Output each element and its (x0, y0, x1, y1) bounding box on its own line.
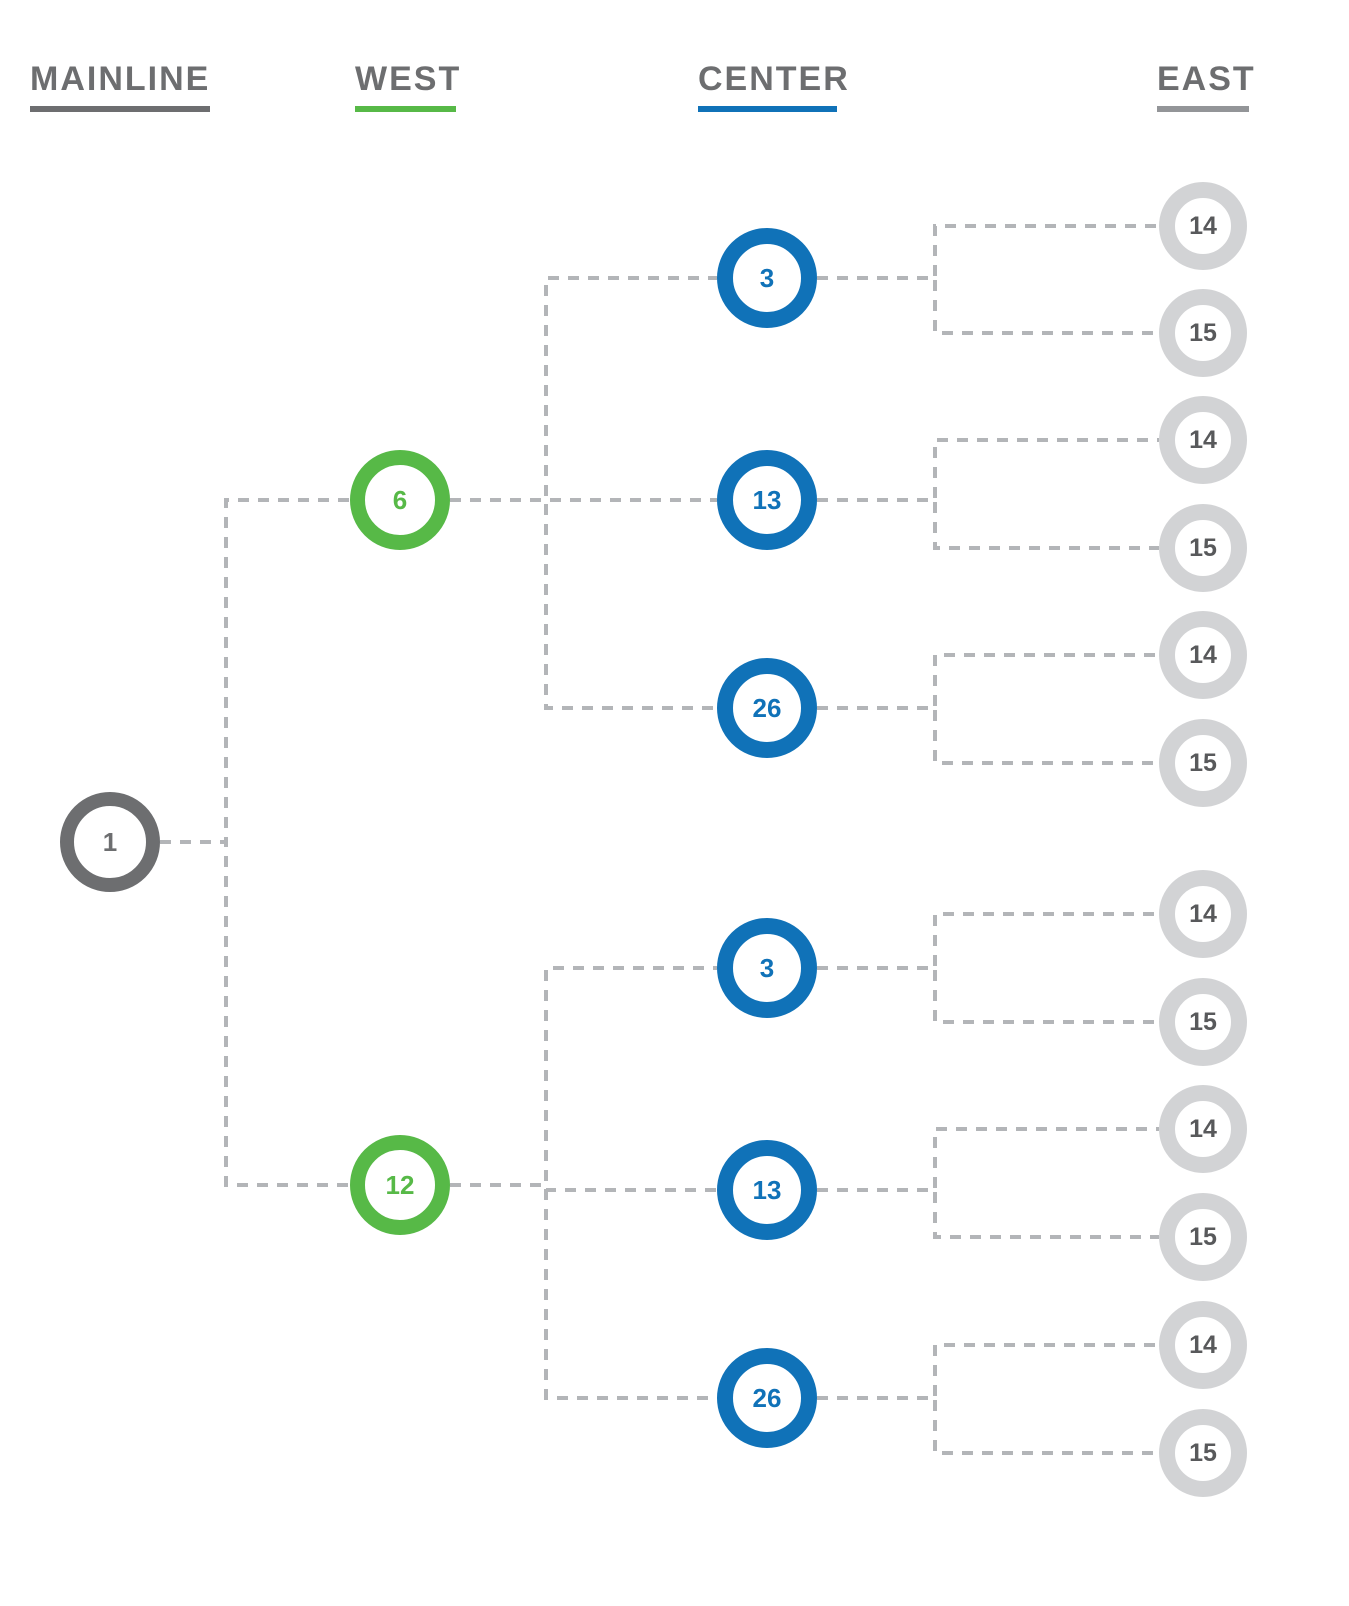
column-rule-mainline (30, 106, 210, 112)
node-label: 14 (1189, 211, 1217, 240)
node-label: 15 (1189, 533, 1217, 562)
node-label: 15 (1189, 1222, 1217, 1251)
edge-c3-to-e6 (817, 706, 1159, 765)
edge-c6-to-e11 (817, 1343, 1159, 1400)
column-title-west: WEST (355, 60, 462, 98)
node-east-14[interactable]: 14 (1159, 870, 1247, 958)
node-mainline-1[interactable]: 1 (60, 792, 160, 892)
node-center-26[interactable]: 26 (717, 1348, 817, 1448)
node-east-15[interactable]: 15 (1159, 1193, 1247, 1281)
node-label: 15 (1189, 1438, 1217, 1467)
node-label: 14 (1189, 640, 1217, 669)
node-west-6[interactable]: 6 (350, 450, 450, 550)
node-east-15[interactable]: 15 (1159, 719, 1247, 807)
column-rule-east (1157, 106, 1249, 112)
node-label: 12 (385, 1170, 415, 1200)
node-label: 1 (102, 827, 118, 857)
column-title-mainline: MAINLINE (30, 60, 211, 98)
edge-w2-to-c4 (450, 966, 717, 1187)
node-east-14[interactable]: 14 (1159, 182, 1247, 270)
node-label: 14 (1189, 425, 1217, 454)
node-label: 15 (1189, 318, 1217, 347)
column-title-east: EAST (1157, 60, 1256, 98)
column-header-west: WEST (355, 60, 462, 112)
edge-m1-to-w2 (160, 840, 350, 1187)
edge-c5-to-e10 (817, 1188, 1159, 1239)
column-header-east: EAST (1157, 60, 1256, 112)
edge-c2-to-e3 (817, 438, 1159, 502)
node-east-15[interactable]: 15 (1159, 289, 1247, 377)
edge-c4-to-e7 (817, 912, 1159, 970)
edge-w1-to-c1 (450, 276, 717, 502)
node-east-15[interactable]: 15 (1159, 1409, 1247, 1497)
node-east-14[interactable]: 14 (1159, 1085, 1247, 1173)
edge-m1-to-w1 (160, 498, 350, 844)
node-label: 15 (1189, 748, 1217, 777)
node-label: 14 (1189, 899, 1217, 928)
node-east-15[interactable]: 15 (1159, 978, 1247, 1066)
column-title-center: CENTER (698, 60, 850, 98)
node-label: 14 (1189, 1330, 1217, 1359)
node-east-14[interactable]: 14 (1159, 611, 1247, 699)
node-center-26[interactable]: 26 (717, 658, 817, 758)
node-label: 26 (752, 693, 782, 723)
edge-c6-to-e12 (817, 1396, 1159, 1455)
node-label: 26 (752, 1383, 782, 1413)
node-center-3[interactable]: 3 (717, 228, 817, 328)
edge-w1-to-c3 (450, 498, 717, 710)
edge-w2-to-c6 (450, 1183, 717, 1400)
node-center-3[interactable]: 3 (717, 918, 817, 1018)
node-label: 3 (759, 953, 775, 983)
column-rule-center (698, 106, 837, 112)
edge-c1-to-e1 (817, 224, 1159, 280)
node-center-13[interactable]: 13 (717, 450, 817, 550)
node-label: 13 (752, 485, 782, 515)
node-label: 15 (1189, 1007, 1217, 1036)
node-label: 13 (752, 1175, 782, 1205)
node-label: 6 (392, 485, 408, 515)
node-label: 3 (759, 263, 775, 293)
edge-c3-to-e5 (817, 653, 1159, 710)
node-label: 14 (1189, 1114, 1217, 1143)
node-east-14[interactable]: 14 (1159, 1301, 1247, 1389)
edge-c5-to-e9 (817, 1127, 1159, 1192)
edge-c2-to-e4 (817, 498, 1159, 550)
column-header-mainline: MAINLINE (30, 62, 210, 112)
edge-c1-to-e2 (817, 276, 1159, 335)
column-header-center: CENTER (698, 60, 850, 112)
node-east-15[interactable]: 15 (1159, 504, 1247, 592)
column-rule-west (355, 106, 456, 112)
node-center-13[interactable]: 13 (717, 1140, 817, 1240)
node-east-14[interactable]: 14 (1159, 396, 1247, 484)
node-west-12[interactable]: 12 (350, 1135, 450, 1235)
edge-c4-to-e8 (817, 966, 1159, 1024)
